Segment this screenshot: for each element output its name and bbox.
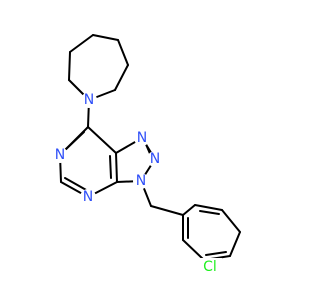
bond-c3a-c7a-double [109,155,112,179]
atom-cl-substituent: Cl [198,258,222,276]
bond-ch2-aryl [150,205,184,216]
atom-n-azepane: N [81,92,97,108]
atom-n-pyrimidine-upper: N [52,147,68,163]
atom-label-n-pyrimidine-upper: N [55,147,65,163]
bond-benz-6 [182,239,205,261]
bond-azepane-5 [117,39,129,66]
bond-benz-1 [182,204,196,216]
bond-azepane-4 [92,34,119,41]
bond-benz-3 [221,209,241,233]
atom-label-n-azepane: N [84,92,94,108]
atom-n-pyrimidine-lower: N [80,189,96,205]
bond-benz-2 [194,204,223,211]
atom-label-n-pyrimidine-lower: N [83,189,93,205]
bond-benz-4 [229,231,241,257]
bond-benz-double-1 [199,210,220,215]
bond-benz-double-2 [205,251,227,256]
bond-azepane-2 [68,51,71,81]
atom-label-n-triazole-right: N [137,130,147,146]
bond-c3a-c7a [115,152,118,183]
atom-n-triazole-right: N [134,130,150,146]
bond-azepane-6 [114,64,129,91]
atom-n-triazole-mid: N [147,151,163,167]
bond-c7-n6-double [63,131,85,152]
bond-c7a-c7 [87,126,117,154]
bond-layer [59,34,241,264]
molecule-diagram: N N N N N N Cl [52,34,241,276]
atom-label-n-triazole-lower: N [136,173,146,189]
atom-label-n-triazole-mid: N [150,151,160,167]
bond-azepane-3 [69,34,94,53]
atom-label-cl-substituent: Cl [203,259,217,275]
atom-label-layer: N N N N N N Cl [52,92,222,276]
atom-n-triazole-lower: N [133,173,149,189]
bond-c5-n4-double [64,177,89,192]
